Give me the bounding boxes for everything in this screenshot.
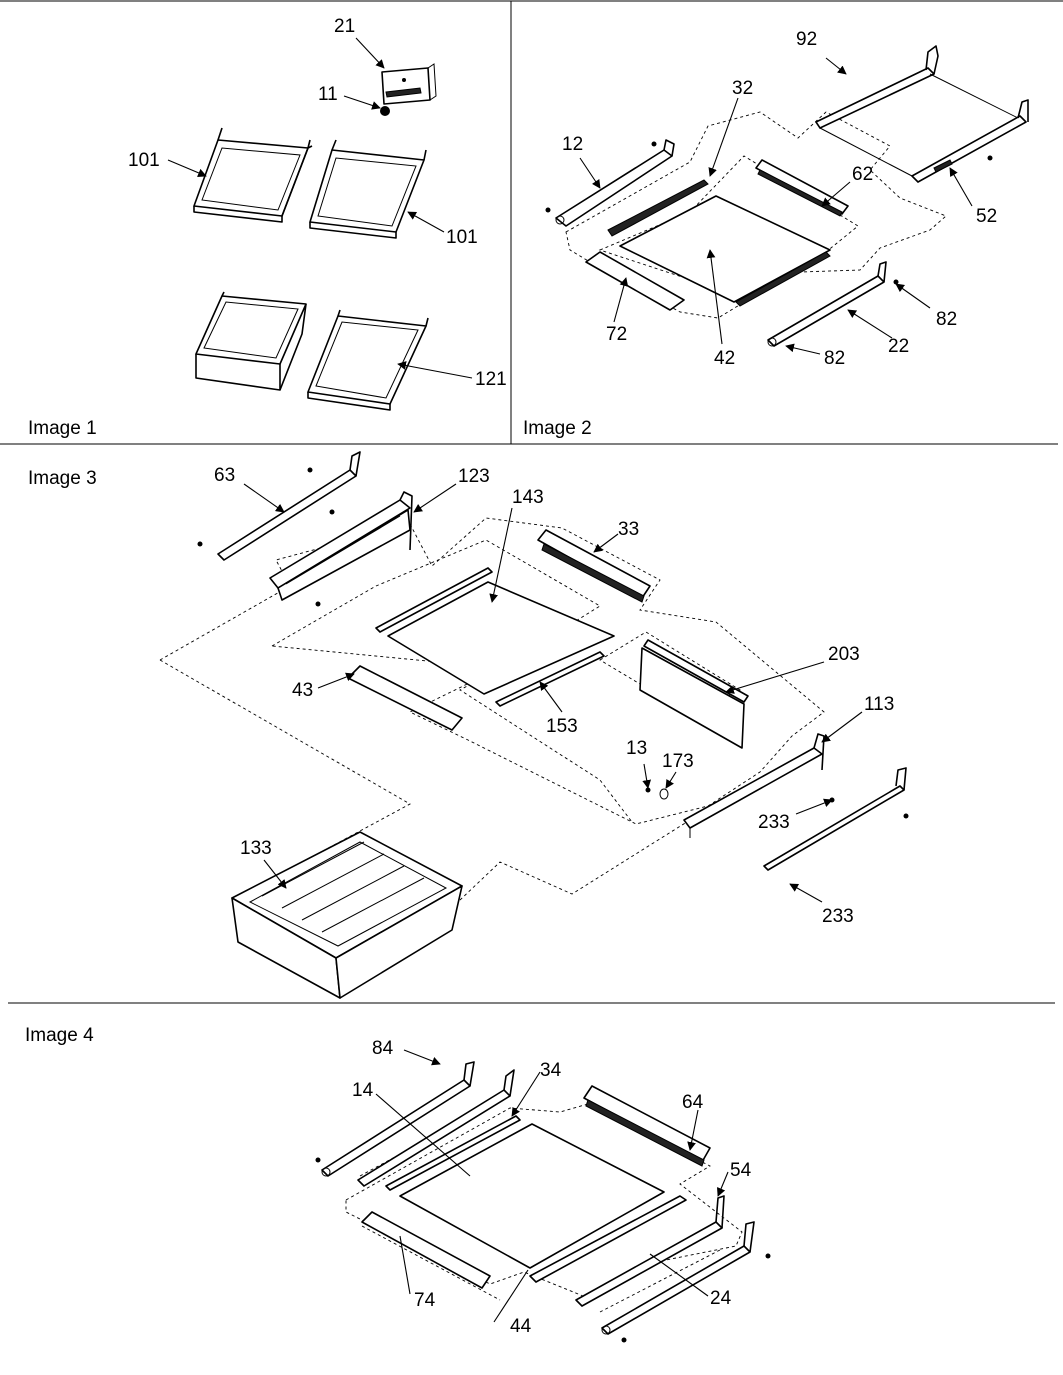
part-101-shelf-left — [193, 127, 313, 223]
callout-173: 173 — [662, 751, 694, 772]
callout-34: 34 — [540, 1060, 562, 1081]
part-74-trim — [361, 1211, 491, 1289]
part-143-glass — [387, 581, 615, 695]
part-233-rail — [763, 767, 907, 871]
callout-13: 13 — [626, 738, 647, 759]
part-153-strip — [495, 651, 605, 707]
part-121-drawer-right — [307, 309, 429, 411]
callout-14: 14 — [352, 1080, 374, 1101]
panel-frame — [0, 0, 1063, 1004]
part-34-rail — [357, 1069, 515, 1187]
callout-74: 74 — [414, 1290, 436, 1311]
part-42-glass — [619, 195, 831, 303]
part-52-rail — [911, 99, 1029, 183]
callout-233-lower: 233 — [822, 906, 854, 927]
panel-image-2: 92 32 12 62 52 82 72 42 82 22 — [545, 29, 1029, 369]
callout-92: 92 — [796, 29, 817, 50]
callout-84: 84 — [372, 1038, 394, 1059]
callout-22: 22 — [888, 336, 909, 357]
part-12-rail — [555, 139, 675, 227]
callout-54: 54 — [730, 1160, 752, 1181]
callout-133: 133 — [240, 838, 272, 859]
callout-121: 121 — [475, 369, 507, 390]
part-63-rail — [217, 451, 361, 561]
callout-62: 62 — [852, 164, 873, 185]
callout-63: 63 — [214, 465, 235, 486]
part-101-shelf-right — [309, 139, 427, 239]
panel-caption-2: Image 2 — [523, 418, 592, 439]
callout-64: 64 — [682, 1092, 704, 1113]
callout-11: 11 — [318, 84, 338, 105]
part-32-strip — [607, 179, 709, 237]
callout-153: 153 — [546, 716, 578, 737]
part-13-screw — [645, 787, 651, 793]
part-203-panel — [639, 639, 749, 749]
part-123-rail — [269, 491, 413, 601]
panel-caption-1: Image 1 — [28, 418, 97, 439]
part-64-trim — [583, 1085, 711, 1167]
callout-143: 143 — [512, 487, 544, 508]
callout-43: 43 — [292, 680, 313, 701]
panel-caption-3: Image 3 — [28, 468, 97, 489]
callout-233-upper: 233 — [758, 812, 790, 833]
panel-image-3: 63 123 143 33 43 153 203 113 13 173 233 … — [159, 451, 909, 999]
callout-32: 32 — [732, 78, 753, 99]
part-44-glass — [399, 1123, 665, 1269]
panel-image-1: 21 11 101 101 121 — [128, 16, 507, 411]
callout-33: 33 — [618, 519, 639, 540]
callout-101-left: 101 — [128, 150, 160, 171]
callout-203: 203 — [828, 644, 860, 665]
callout-113: 113 — [864, 694, 894, 715]
part-113-rail — [683, 733, 825, 838]
part-72-trim — [585, 251, 685, 311]
callout-101-right: 101 — [446, 227, 478, 248]
callout-44: 44 — [510, 1316, 532, 1337]
callout-82-upper: 82 — [936, 309, 957, 330]
callout-82-lower: 82 — [824, 348, 845, 369]
panel-caption-4: Image 4 — [25, 1025, 94, 1046]
part-121-drawer-left — [195, 291, 307, 391]
part-54-rail — [575, 1195, 725, 1307]
callout-52: 52 — [976, 206, 997, 227]
callout-12: 12 — [562, 134, 583, 155]
part-173-cap — [659, 788, 669, 800]
callout-42: 42 — [714, 348, 735, 369]
part-11-knob — [380, 106, 390, 116]
panel-image-4: 84 34 14 64 54 74 44 24 — [315, 1038, 771, 1343]
callout-72: 72 — [606, 324, 627, 345]
part-133-bin — [231, 831, 463, 999]
part-14-rail — [321, 1061, 475, 1177]
part-24-rail — [601, 1221, 755, 1335]
part-92-rail — [815, 45, 1023, 177]
part-33-trim — [537, 529, 651, 603]
part-22-rail — [767, 261, 887, 347]
screw-icon — [545, 141, 993, 285]
screw-icon — [315, 1157, 771, 1343]
part-62-trim — [755, 159, 849, 217]
part-43-trim — [347, 665, 463, 731]
part-21-bracket — [381, 63, 437, 105]
callout-21: 21 — [334, 16, 355, 37]
callout-24: 24 — [710, 1288, 732, 1309]
callout-123: 123 — [458, 466, 490, 487]
